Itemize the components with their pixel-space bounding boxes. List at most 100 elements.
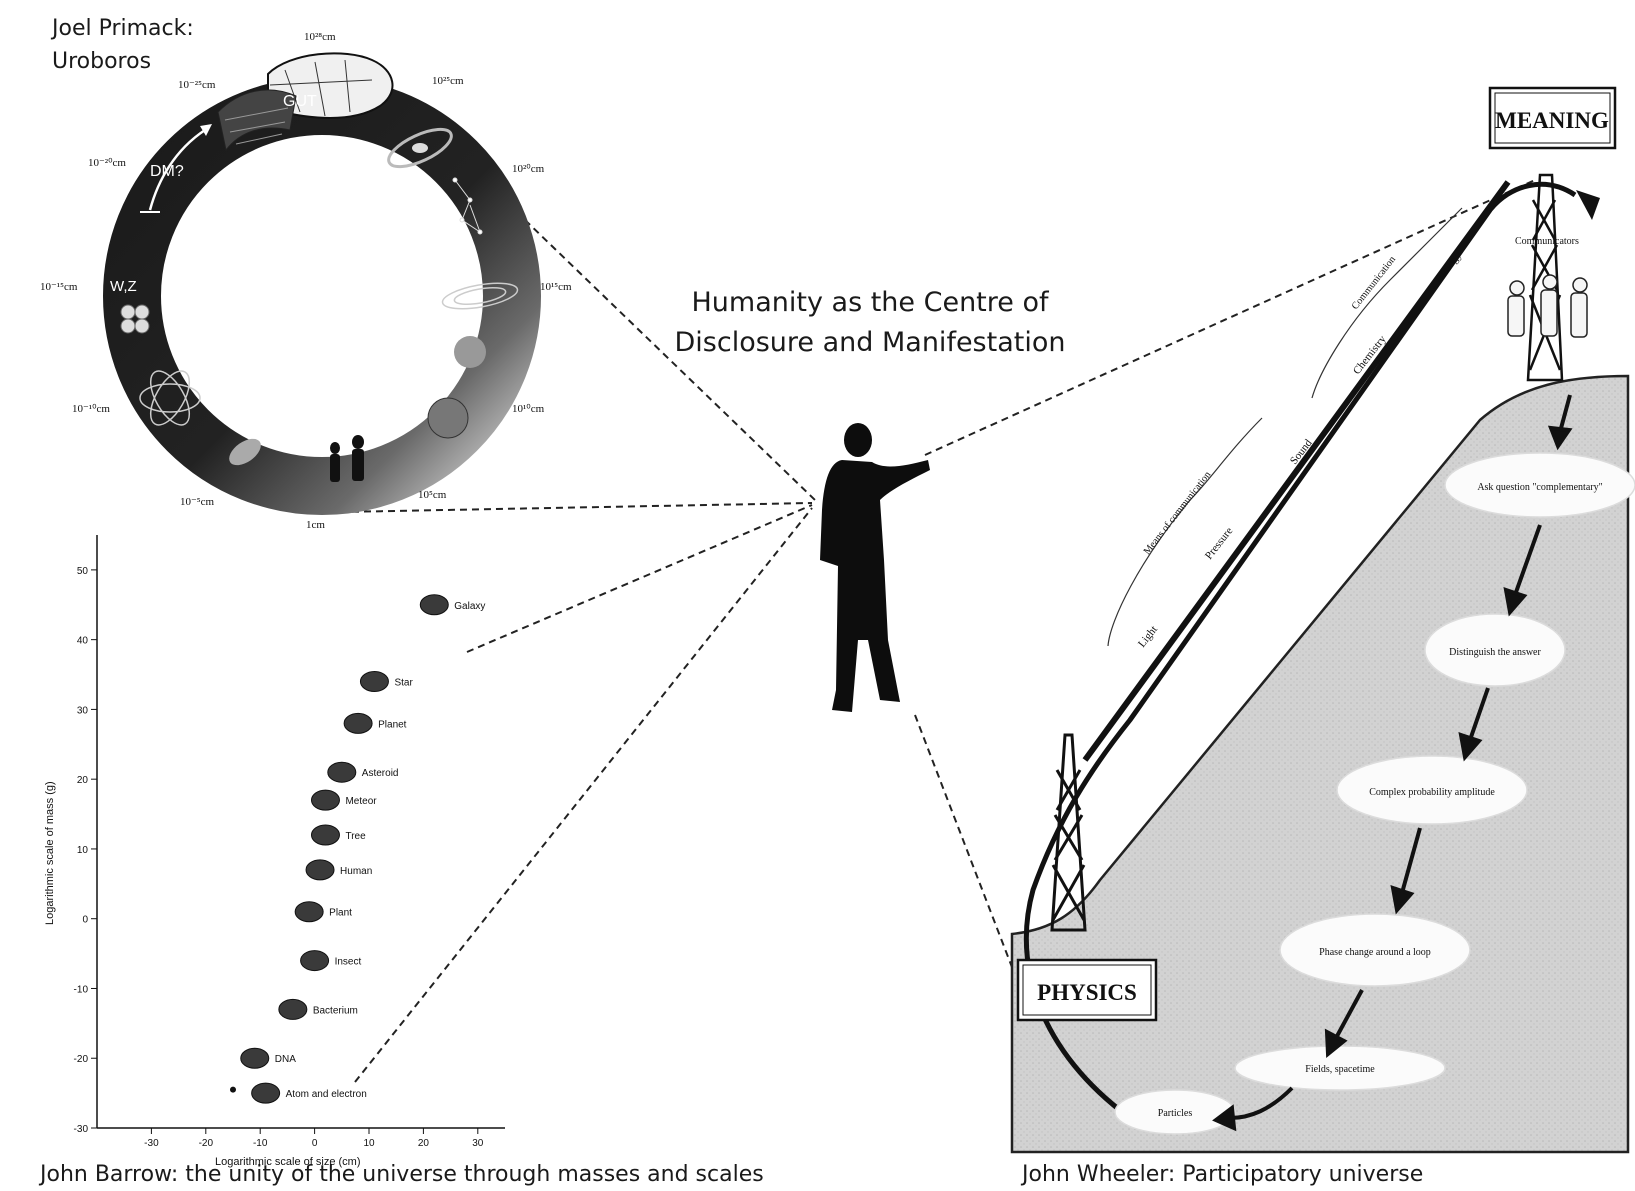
data-point-asteroid: Asteroid: [327, 761, 399, 783]
label-wz: W,Z: [110, 278, 137, 295]
data-point-label: Atom and electron: [286, 1089, 367, 1100]
cloud-text-fields: Fields, spacetime: [1305, 1064, 1375, 1075]
barrow-caption: John Barrow: the unity of the universe t…: [40, 1162, 764, 1187]
wz-particles-icon: [120, 304, 150, 334]
y-tick-label: 10: [77, 845, 89, 856]
data-point-marker: [343, 712, 373, 734]
data-point-marker: [251, 1082, 281, 1104]
scale-p20: 10²⁰cm: [512, 163, 545, 175]
snake-head: [267, 52, 394, 119]
x-tick-label: 0: [312, 1138, 318, 1149]
scale-p10: 10¹⁰cm: [512, 403, 545, 415]
cloud-particles: [1114, 1089, 1236, 1135]
scale-m25: 10⁻²⁵cm: [178, 79, 216, 91]
wheeler-diagram: Communicators Means of communication Com…: [1010, 86, 1635, 1154]
y-tick-label: 0: [82, 915, 88, 926]
connector-meaning: [924, 179, 1536, 456]
data-point-marker: [327, 761, 357, 783]
y-tick-label: -10: [74, 984, 89, 995]
electron-dot: [230, 1086, 236, 1093]
main-title-line-2: Disclosure and Manifestation: [674, 327, 1066, 358]
data-point-label: Meteor: [345, 796, 377, 807]
human-silhouette-icon: [820, 423, 930, 712]
data-point-human: Human: [305, 859, 372, 881]
scale-1cm: 1cm: [306, 519, 325, 531]
solar-system-icon: [441, 282, 519, 310]
cloud-distinguish: [1424, 613, 1566, 687]
x-tick-label: -10: [253, 1138, 268, 1149]
brace-label-comm: Communication: [1350, 254, 1398, 312]
cloud-text-ask: Ask question "complementary": [1477, 482, 1602, 493]
data-point-label: Star: [394, 678, 413, 689]
meaning-box: [1488, 86, 1617, 150]
communicators-icon: [1507, 274, 1588, 338]
x-tick-label: 10: [363, 1138, 375, 1149]
data-point-label: Tree: [345, 831, 366, 842]
data-point-marker: [294, 901, 324, 923]
data-point-label: Galaxy: [454, 601, 485, 612]
y-tick-label: -20: [74, 1054, 89, 1065]
connector-lines: [339, 179, 1536, 1083]
data-point-marker: [305, 859, 335, 881]
data-point-marker: [240, 1047, 270, 1069]
connector-uroboros-lower: [339, 502, 813, 513]
data-point-atom-and-electron: Atom and electron: [251, 1082, 367, 1104]
scale-m10: 10⁻¹⁰cm: [72, 403, 110, 415]
physics-label: PHYSICS: [1037, 980, 1137, 1005]
planet-icon: [427, 397, 469, 439]
data-point-planet: Planet: [343, 712, 407, 734]
main-title: Humanity as the Centre of Disclosure and…: [650, 283, 1090, 363]
data-point-marker: [278, 998, 308, 1020]
scale-p25: 10²⁵cm: [432, 75, 464, 87]
primack-caption-line-1: Joel Primack:: [52, 16, 194, 41]
wheeler-caption: John Wheeler: Participatory universe: [1022, 1162, 1424, 1187]
scale-p15: 10¹⁵cm: [540, 281, 572, 293]
cloud-text-distinguish: Distinguish the answer: [1449, 647, 1541, 658]
scale-top: 10²⁸cm: [304, 31, 336, 43]
wheeler-comm-line: [1082, 180, 1511, 762]
brace-comm: [1311, 207, 1463, 399]
cloud-ask: [1444, 452, 1635, 518]
y-tick-label: 40: [77, 636, 89, 647]
data-point-bacterium: Bacterium: [278, 998, 358, 1020]
cloud-phase: [1279, 913, 1471, 987]
moon-icon: [454, 336, 486, 368]
line-label-biology: Biology: [1433, 249, 1465, 285]
cloud-text-phase: Phase change around a loop: [1319, 947, 1431, 958]
connector-galaxy: [466, 504, 813, 653]
left-tower-icon: [1050, 733, 1087, 932]
brace-label-means: Means of communication: [1142, 470, 1214, 557]
data-point-insect: Insect: [300, 950, 362, 972]
data-point-tree: Tree: [310, 824, 366, 846]
data-point-label: Asteroid: [362, 768, 399, 779]
physics-box: [1016, 958, 1158, 1022]
connector-atom: [354, 507, 813, 1083]
cloud-complex: [1336, 755, 1528, 825]
barrow-ylabel: Logarithmic scale of mass (g): [44, 781, 56, 925]
data-point-marker: [310, 824, 340, 846]
atom-icon: [139, 370, 201, 426]
uroboros-diagram: GUT DM? W,Z: [40, 31, 572, 531]
x-tick-label: 20: [418, 1138, 430, 1149]
label-gut: GUT: [283, 93, 317, 110]
data-point-star: Star: [359, 671, 413, 693]
connector-uroboros-upper: [524, 219, 816, 501]
wheeler-clouds: [1114, 452, 1635, 1135]
cloud-text-complex: Complex probability amplitude: [1369, 787, 1495, 798]
y-tick-label: 20: [77, 775, 89, 786]
data-point-marker: [359, 671, 389, 693]
data-point-dna: DNA: [240, 1047, 296, 1069]
tower-label: Communicators: [1515, 236, 1579, 247]
scale-p5: 10⁵cm: [418, 489, 447, 501]
wheeler-arrows: [1212, 394, 1573, 1132]
x-tick-label: -30: [144, 1138, 159, 1149]
data-point-marker: [310, 789, 340, 811]
data-point-plant: Plant: [294, 901, 352, 923]
line-label-light: Light: [1136, 624, 1160, 650]
human-figures-icon: [330, 435, 364, 482]
barrow-xlabel: Logarithmic scale of size (cm): [215, 1156, 361, 1168]
data-point-label: Insect: [335, 957, 362, 968]
